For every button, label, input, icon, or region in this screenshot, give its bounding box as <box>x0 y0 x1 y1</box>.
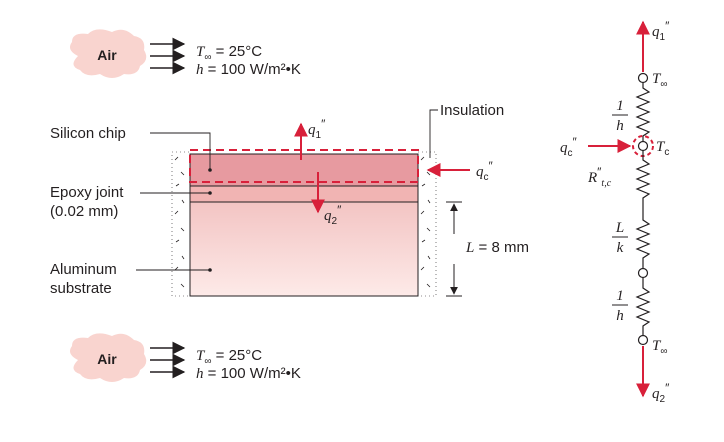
node-t-inf-bottom <box>637 334 649 346</box>
air-badge-top-label: Air <box>97 47 117 63</box>
node-t-inf-top <box>637 72 649 84</box>
epoxy-joint-layer <box>189 185 419 203</box>
insulation-right <box>417 151 437 297</box>
r-top-denominator: h <box>616 118 624 134</box>
insulation-label: Insulation <box>440 102 504 119</box>
leader-dot <box>208 191 212 195</box>
substrate-label: substrate <box>50 280 112 297</box>
bottom-air-temperature: T∞ = 25°C <box>196 347 262 367</box>
top-air-group: Air T∞ = 25°C h = 100 W/m²•K <box>70 29 301 78</box>
r-top-numerator: 1 <box>616 98 624 114</box>
r-cond-denominator: k <box>617 240 624 256</box>
bottom-air-group: Air T∞ = 25°C h = 100 W/m²•K <box>70 333 301 382</box>
silicon-chip-layer <box>189 153 419 187</box>
air-badge-bottom <box>70 333 147 382</box>
epoxy-thickness-label: (0.02 mm) <box>50 203 118 220</box>
length-dimension <box>446 201 462 297</box>
r-bottom-numerator: 1 <box>616 288 624 304</box>
node-tc <box>637 140 649 152</box>
resistor-convection-bottom <box>635 278 651 335</box>
r-cond-numerator: L <box>615 220 624 236</box>
air-badge-top <box>70 29 147 78</box>
r-bottom-denominator: h <box>616 308 624 324</box>
leader-dot <box>208 168 212 172</box>
node-interface <box>637 267 649 279</box>
epoxy-joint-label: Epoxy joint <box>50 184 124 201</box>
length-label: L = 8 mm <box>465 239 529 256</box>
node-t-inf-top-label: T∞ <box>652 71 667 90</box>
circuit-qc-label: qc″ <box>560 135 578 159</box>
qc-flux-label: qc″ <box>476 159 494 183</box>
bottom-air-coefficient: h = 100 W/m²•K <box>196 365 301 382</box>
top-air-temperature: T∞ = 25°C <box>196 43 262 63</box>
node-t-inf-bottom-label: T∞ <box>652 338 667 357</box>
resistor-contact <box>635 151 651 205</box>
q2-flux-label: q2″ <box>324 203 342 227</box>
aluminum-label: Aluminum <box>50 261 117 278</box>
leader-lines <box>136 109 438 271</box>
contact-resistance-label: R″t,c <box>587 165 612 189</box>
top-air-coefficient: h = 100 W/m²•K <box>196 61 301 78</box>
air-badge-bottom-label: Air <box>97 351 117 367</box>
resistor-conduction <box>635 205 651 268</box>
circuit-q2-label: q2″ <box>652 381 670 405</box>
aluminum-substrate-layer <box>189 201 419 297</box>
node-tc-label: Tc <box>656 139 669 158</box>
layered-assembly <box>189 149 419 297</box>
insulation-left <box>171 151 191 297</box>
resistor-convection-top <box>635 83 651 141</box>
q1-flux-label: q1″ <box>308 117 326 141</box>
silicon-chip-label: Silicon chip <box>50 125 126 142</box>
thermal-circuit: q1″ T∞ 1 h Tc qc″ R″t,c L k 1 h T∞ q2″ <box>560 19 670 405</box>
circuit-q1-label: q1″ <box>652 19 670 43</box>
leader-dot <box>208 268 212 272</box>
